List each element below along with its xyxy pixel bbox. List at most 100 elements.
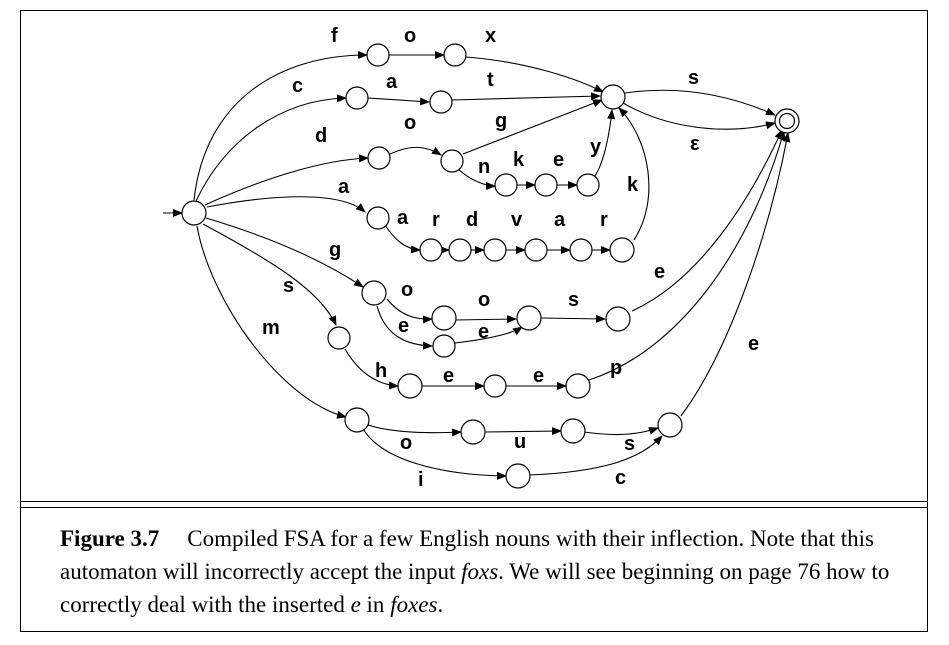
edge-g-dog bbox=[462, 99, 603, 155]
caption-text-2: . We will see beginning on page 76 how t… bbox=[60, 559, 890, 617]
edges bbox=[163, 51, 791, 480]
edge-m bbox=[196, 225, 347, 419]
edge-o2-goose bbox=[455, 315, 517, 324]
edge-s-sheep bbox=[202, 223, 337, 326]
edge-s-goose bbox=[540, 314, 606, 323]
label-e-geese: e bbox=[398, 315, 409, 337]
label-c-mice: c bbox=[615, 467, 626, 489]
caption-italic-foxs: foxs bbox=[461, 559, 499, 584]
state-go bbox=[431, 305, 457, 331]
edge-s-mouse bbox=[583, 427, 659, 436]
state-aar bbox=[448, 238, 472, 262]
label-a2-aardvark: a bbox=[397, 207, 409, 229]
label-e-donkey: e bbox=[553, 149, 564, 171]
label-e-mouse-final: e bbox=[748, 333, 759, 355]
label-a3-aardvark: a bbox=[554, 209, 566, 231]
figure-number: Figure 3.7 bbox=[60, 526, 160, 551]
edge-o-dog bbox=[389, 146, 442, 156]
state-donke bbox=[576, 173, 600, 197]
state-mi bbox=[505, 463, 531, 489]
edge-e-goose-final bbox=[631, 129, 783, 312]
edge-u bbox=[484, 427, 562, 436]
edge-eps bbox=[622, 102, 776, 130]
label-k-donkey: k bbox=[513, 149, 525, 171]
figure-frame bbox=[20, 10, 928, 632]
caption-text-1: Compiled FSA for a few English nouns wit… bbox=[60, 526, 874, 584]
label-s-goose: s bbox=[568, 289, 579, 311]
label-s-sheep: s bbox=[283, 275, 294, 297]
edge-a2-aardvark bbox=[384, 224, 421, 254]
edge-f bbox=[193, 51, 368, 201]
label-v: v bbox=[511, 209, 523, 231]
label-d-aardvark: d bbox=[466, 209, 478, 231]
state-ca bbox=[429, 90, 453, 114]
state-noun bbox=[600, 84, 626, 110]
edge-y bbox=[594, 109, 616, 177]
label-g-dog: g bbox=[495, 110, 507, 132]
label-d: d bbox=[315, 125, 327, 147]
caption-separator-bottom bbox=[20, 507, 928, 508]
label-p: p bbox=[610, 357, 622, 379]
state-aardvar bbox=[609, 237, 635, 263]
label-e2-geese: e bbox=[478, 321, 489, 343]
caption-text-4: . bbox=[437, 592, 444, 617]
edge-o-goose bbox=[386, 298, 433, 324]
edge-g-goose bbox=[205, 217, 364, 288]
label-c-cat: c bbox=[292, 75, 303, 97]
state-a bbox=[366, 206, 390, 230]
label-r2: r bbox=[600, 209, 608, 231]
label-t: t bbox=[487, 69, 494, 91]
caption-text-3: in bbox=[360, 592, 391, 617]
state-mo bbox=[460, 419, 486, 445]
label-x: x bbox=[485, 25, 496, 47]
state-d bbox=[367, 146, 391, 170]
state-s bbox=[327, 326, 351, 350]
label-s-plural: s bbox=[688, 67, 699, 89]
edge-k-aardvark bbox=[618, 107, 650, 241]
state-f bbox=[366, 43, 390, 67]
label-e2-sheep: e bbox=[533, 365, 544, 387]
label-h: h bbox=[375, 360, 387, 382]
edge-labels: f o x c a t s d o g y ε n k e k a a r d … bbox=[262, 25, 759, 491]
edge-a-cat bbox=[367, 97, 430, 106]
edge-i bbox=[361, 426, 507, 480]
edge-t bbox=[451, 92, 601, 101]
label-o-goose: o bbox=[401, 279, 413, 301]
label-i: i bbox=[418, 469, 424, 491]
label-e-goose-final: e bbox=[654, 261, 665, 283]
state-goo bbox=[516, 305, 542, 331]
state-fo bbox=[443, 43, 467, 67]
state-g bbox=[361, 280, 387, 306]
state-she bbox=[483, 374, 507, 398]
label-a-cat: a bbox=[386, 71, 398, 93]
state-aardv bbox=[524, 238, 548, 262]
edge-d bbox=[204, 154, 369, 206]
state-aa bbox=[419, 238, 443, 262]
edge-e-mouse-final bbox=[680, 132, 791, 417]
label-epsilon: ε bbox=[690, 133, 700, 155]
label-o-fox: o bbox=[404, 25, 416, 47]
label-y: y bbox=[590, 136, 602, 158]
label-o2-goose: o bbox=[478, 289, 490, 311]
state-m bbox=[344, 407, 370, 433]
label-n: n bbox=[478, 156, 490, 178]
state-mous bbox=[657, 412, 683, 438]
state-ge bbox=[432, 334, 456, 358]
state-goos bbox=[605, 306, 631, 332]
state-do bbox=[440, 149, 464, 173]
state-final-inner bbox=[778, 112, 796, 130]
state-c bbox=[345, 86, 369, 110]
label-k-aardvark: k bbox=[627, 174, 639, 196]
edge-n bbox=[457, 168, 496, 190]
state-don bbox=[494, 173, 518, 197]
label-r1: r bbox=[432, 209, 440, 231]
edge-e2-geese bbox=[454, 326, 523, 344]
state-shee bbox=[565, 373, 591, 399]
label-a-aardvark: a bbox=[338, 176, 350, 198]
state-aardva bbox=[569, 238, 593, 262]
edge-c-mice bbox=[529, 435, 663, 476]
label-o-dog: o bbox=[404, 112, 416, 134]
label-f: f bbox=[331, 25, 338, 47]
edge-c bbox=[195, 94, 347, 202]
